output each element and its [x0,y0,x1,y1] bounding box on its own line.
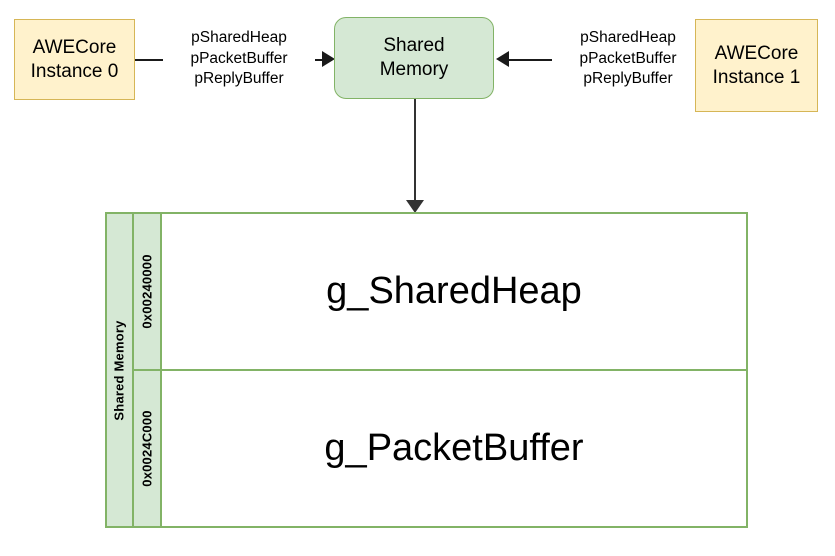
connector-label-instance1: pSharedHeap pPacketBuffer pReplyBuffer [552,28,704,90]
arrowhead-down-into-memory-map-icon [406,200,424,213]
memory-map-region-g-packetbuffer[interactable]: g_PacketBuffer [162,371,746,526]
memory-map-group-label-column: Shared Memory [107,214,134,526]
shared-memory-node-line1: Shared [383,35,445,57]
arrowhead-left-into-shared-memory-icon [496,51,509,67]
memory-map-region-name-1: g_PacketBuffer [324,427,584,469]
shared-memory-node-line2: Memory [379,59,449,80]
connector-label-instance1-pointer-1: pPacketBuffer [552,48,704,70]
awecore-instance-0-line1: AWECore [32,37,117,59]
memory-map-region-name-0: g_SharedHeap [326,270,582,312]
awecore-instance-0-line2: Instance 0 [30,60,119,82]
memory-map-address-cell: 0x00240000 [134,214,160,371]
awecore-instance-1-line2: Instance 1 [712,66,801,88]
connector-label-instance0-pointer-1: pPacketBuffer [163,48,315,70]
connector-label-instance0-pointer-2: pReplyBuffer [163,69,315,90]
memory-map-address-0: 0x00240000 [139,254,155,329]
memory-map-region-column: g_SharedHeap g_PacketBuffer [162,214,746,526]
memory-map-address-1: 0x0024C000 [139,410,155,487]
arrowhead-right-into-shared-memory-icon [322,51,335,67]
memory-map-region-g-sharedheap[interactable]: g_SharedHeap [162,214,746,371]
memory-map-table: Shared Memory 0x00240000 0x0024C000 g_Sh… [105,212,748,528]
awecore-instance-1-line1: AWECore [714,43,799,65]
connector-label-instance0: pSharedHeap pPacketBuffer pReplyBuffer [163,28,315,90]
awecore-instance-0-box[interactable]: AWECore Instance 0 [14,19,135,100]
connector-label-instance1-pointer-2: pReplyBuffer [552,69,704,90]
memory-map-address-column: 0x00240000 0x0024C000 [134,214,162,526]
connector-line-shared-to-memory-map [414,99,416,203]
shared-memory-node[interactable]: Shared Memory [334,17,494,99]
memory-map-address-cell: 0x0024C000 [134,371,160,526]
awecore-instance-1-box[interactable]: AWECore Instance 1 [695,19,818,112]
connector-label-instance1-pointer-0: pSharedHeap [552,28,704,49]
memory-map-group-label: Shared Memory [112,319,128,421]
connector-label-instance0-pointer-0: pSharedHeap [163,28,315,49]
